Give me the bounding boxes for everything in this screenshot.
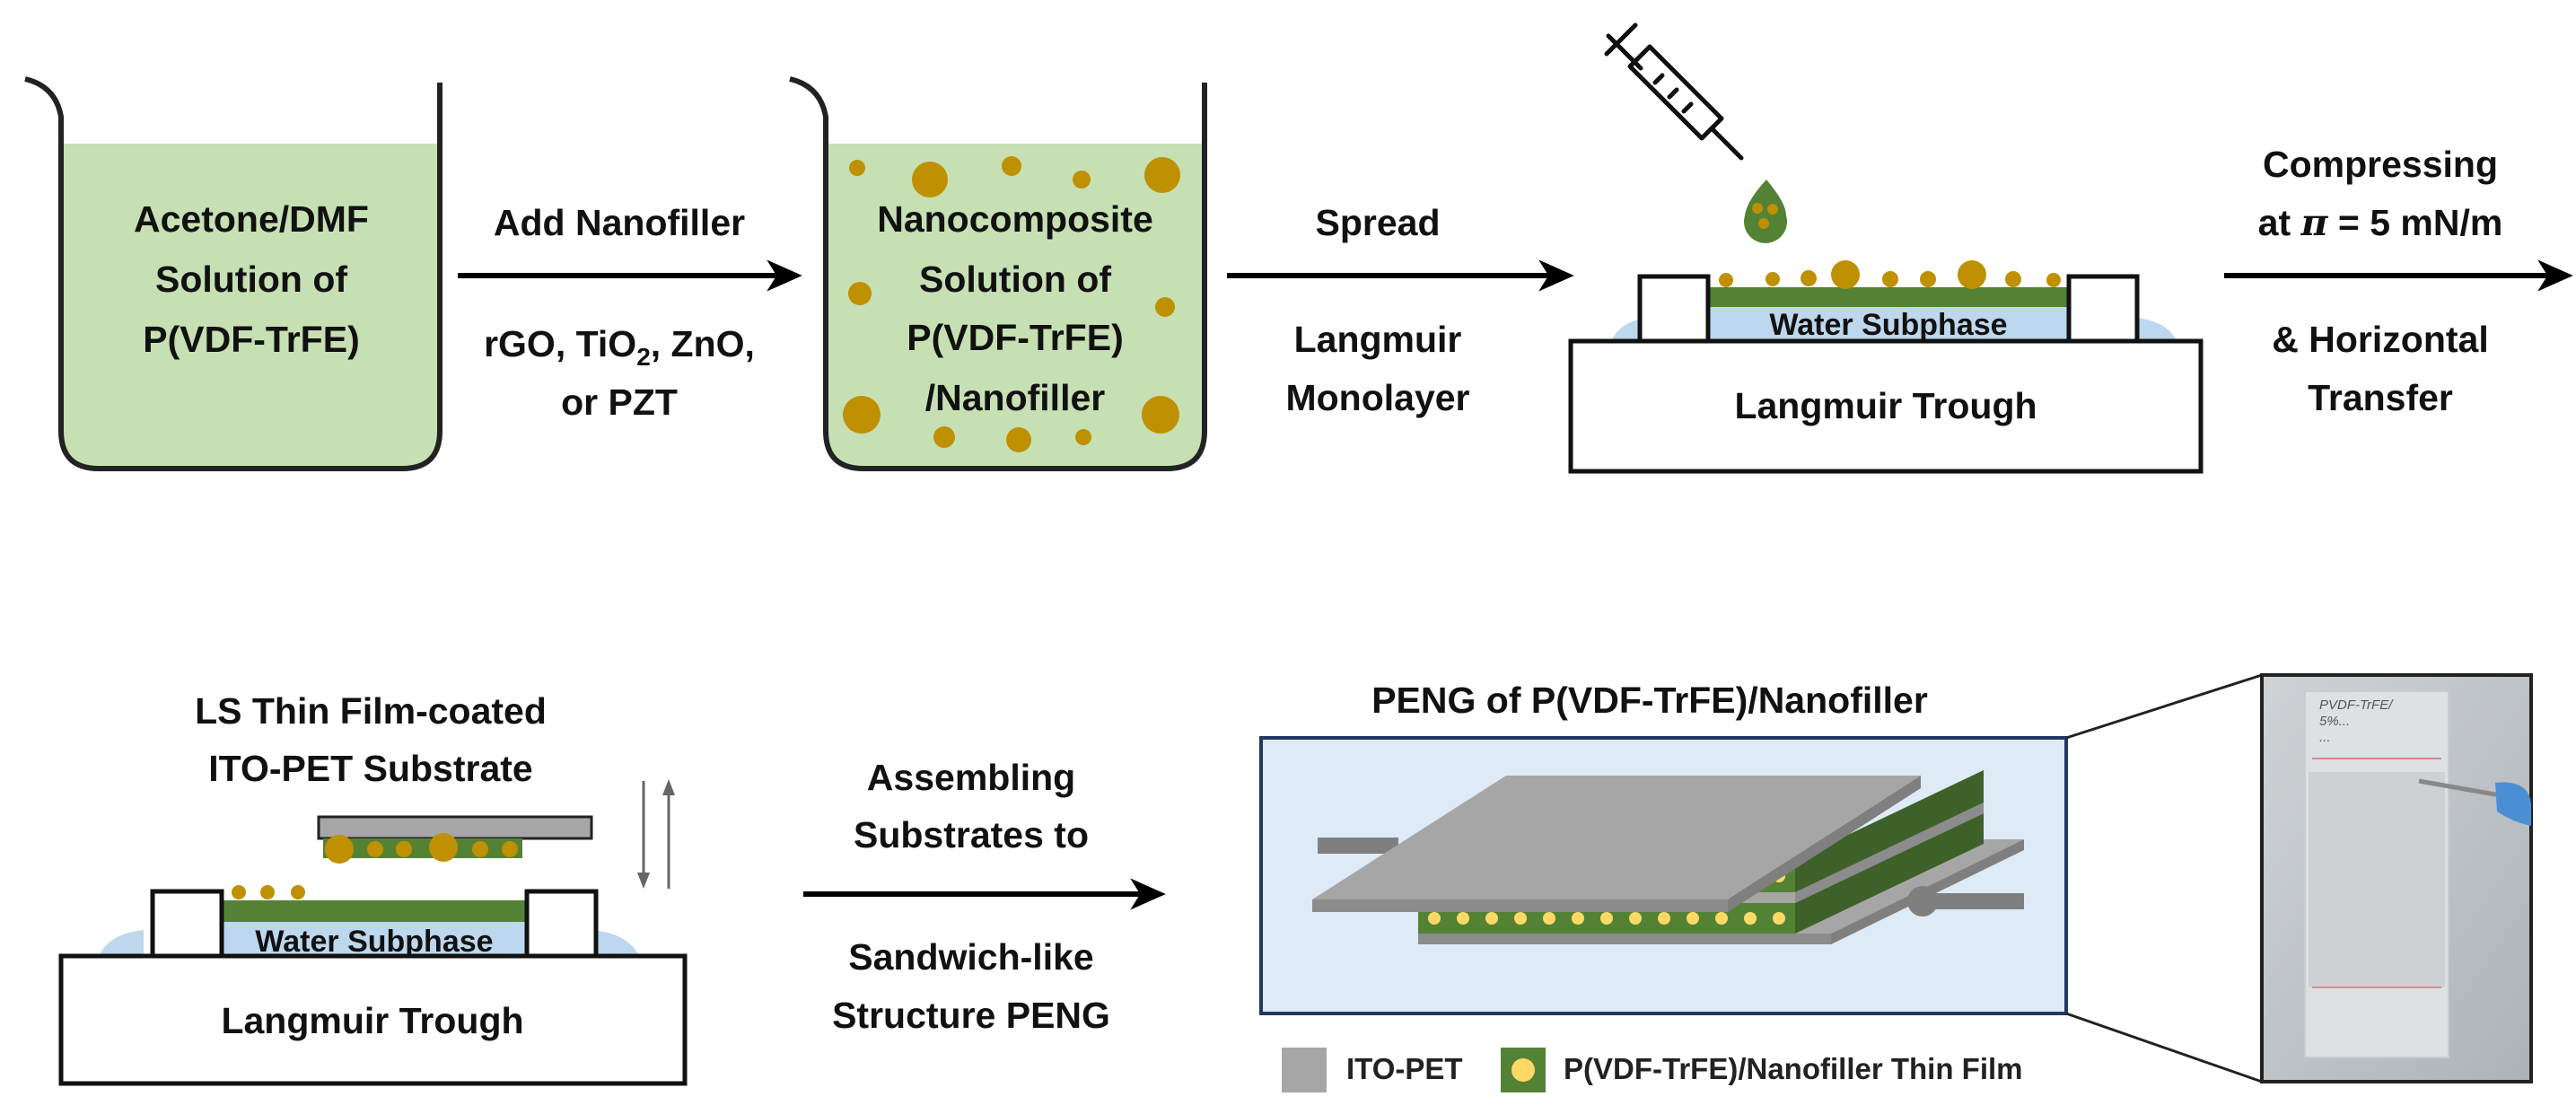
compressing-line2: at π = 5 mN/m <box>2258 201 2503 244</box>
middle-ito-pet-side <box>1795 803 1984 903</box>
trough-2-water-spill-right <box>592 930 639 956</box>
trough-1-monolayer-film <box>1708 287 2069 307</box>
device-photo-note-line2: 5%... <box>2319 714 2350 729</box>
trough-2-nanoparticles <box>232 885 305 899</box>
beaker-1-label-line1: Acetone/DMF <box>134 198 369 240</box>
trough-2-barrier-left <box>150 889 224 959</box>
beaker-nanocomposite-solution: Nanocomposite Solution of P(VDF-TrFE) /N… <box>789 76 1207 471</box>
step-add-nanofiller: Add Nanofiller rGO, TiO2, ZnO, or PZT <box>458 202 802 423</box>
coated-substrate-ito-pet <box>317 815 593 840</box>
langmuir-trough-2: Water Subphase Langmuir Trough <box>58 885 688 1086</box>
peng-panel <box>1259 736 2068 1015</box>
device-photo-film-center <box>2309 772 2445 987</box>
substrate-title-line2: ITO-PET Substrate <box>208 748 532 789</box>
trough-2-monolayer-film <box>222 900 527 922</box>
lower-film-side <box>1795 813 1984 934</box>
trough-2-subphase-label: Water Subphase <box>255 925 493 959</box>
legend-film-particle <box>1511 1058 1535 1082</box>
assembling-line1: Assembling <box>867 757 1075 798</box>
trough-1-nanoparticles <box>1719 260 2061 289</box>
nanofiller-options-line1: rGO, TiO2, ZnO, <box>484 323 755 371</box>
step-compressing: Compressing at π = 5 mN/m & Horizontal T… <box>2224 144 2573 418</box>
peng-title: PENG of P(VDF-TrFE)/Nanofiller <box>1371 680 1928 721</box>
device-photo: PVDF-TrFE/ 5%... ... <box>2260 673 2533 1083</box>
top-electrode-lead <box>1318 838 1398 854</box>
nanofiller-options-line2: or PZT <box>561 382 678 423</box>
beaker-2-outline <box>789 76 1207 471</box>
legend-ito-swatch <box>1282 1048 1327 1092</box>
beaker-2-nanoparticles <box>843 156 1180 452</box>
trough-2-base <box>58 953 688 1086</box>
device-photo-note-line3: ... <box>2319 730 2331 745</box>
trough-2-barrier-right <box>524 889 599 959</box>
trough-1-water-spill-right <box>2136 318 2177 341</box>
beaker-2-label-line4: /Nanofiller <box>925 377 1106 418</box>
trough-2-water-subphase <box>222 920 527 956</box>
beaker-2-label-line3: P(VDF-TrFE) <box>907 317 1123 358</box>
trough-1-barrier-right <box>2066 274 2140 344</box>
sandwich-line2: Structure PENG <box>832 995 1110 1036</box>
upper-film-side <box>1795 770 1984 892</box>
device-photo-note-line1: PVDF-TrFE/ <box>2319 697 2394 713</box>
langmuir-monolayer-line1: Langmuir <box>1294 319 1462 360</box>
trough-1-label: Langmuir Trough <box>1734 385 2037 426</box>
beaker-2-label-line1: Nanocomposite <box>877 198 1153 240</box>
coated-substrate <box>317 815 593 864</box>
legend: ITO-PET P(VDF-TrFE)/Nanofiller Thin Film <box>1282 1048 2023 1092</box>
droplet-icon <box>1744 180 1787 243</box>
trough-1-barrier-left <box>1637 274 1711 344</box>
beaker-1-label-line2: Solution of <box>155 259 347 300</box>
syringe-icon <box>1604 22 1744 161</box>
horizontal-transfer-line1: & Horizontal <box>2272 319 2488 360</box>
sandwich-line1: Sandwich-like <box>848 936 1093 978</box>
beaker-1-label-line3: P(VDF-TrFE) <box>143 319 359 360</box>
photo-connector-top <box>2065 673 2263 740</box>
coated-substrate-nanoparticles <box>325 833 518 864</box>
up-down-arrows-icon <box>637 779 675 889</box>
lower-film-nanoparticles <box>1428 912 1785 925</box>
photo-connector-bottom <box>2065 1012 2263 1083</box>
bottom-electrode-lead <box>1930 893 2024 909</box>
legend-film-label: P(VDF-TrFE)/Nanofiller Thin Film <box>1564 1052 2023 1085</box>
step-spread-label: Spread <box>1316 202 1441 243</box>
step-add-nanofiller-label: Add Nanofiller <box>494 202 745 243</box>
trough-1-subphase-label: Water Subphase <box>1769 308 2007 342</box>
step-spread: Spread Langmuir Monolayer <box>1227 202 1574 418</box>
legend-ito-label: ITO-PET <box>1346 1052 1463 1085</box>
langmuir-monolayer-line2: Monolayer <box>1285 377 1469 418</box>
trough-2-label: Langmuir Trough <box>221 1000 523 1041</box>
substrate-title: LS Thin Film-coated ITO-PET Substrate <box>195 690 547 789</box>
beaker-2-liquid <box>828 144 1203 467</box>
substrate-title-line1: LS Thin Film-coated <box>195 690 547 732</box>
beaker-1-liquid <box>63 144 438 467</box>
step-assembling: Assembling Substrates to Sandwich-like S… <box>803 757 1166 1036</box>
trough-2-water-spill-left <box>99 930 144 956</box>
bottom-ito-pet-front-face <box>1418 934 1831 944</box>
horizontal-transfer-line2: Transfer <box>2308 377 2453 418</box>
trough-1-water-subphase <box>1708 305 2069 341</box>
bottom-electrode-contact <box>1907 886 1938 917</box>
beaker-1-outline <box>24 76 442 471</box>
compressing-line1: Compressing <box>2263 144 2498 185</box>
top-ito-pet-side-face <box>1728 776 1921 912</box>
langmuir-trough-1: Water Subphase Langmuir Trough <box>1568 260 2204 474</box>
beaker-2-label-line2: Solution of <box>919 259 1111 300</box>
top-ito-pet-front-face <box>1312 899 1728 912</box>
trough-1-base <box>1568 338 2204 474</box>
top-ito-pet-top-face <box>1312 776 1921 899</box>
beaker-plain-solution: Acetone/DMF Solution of P(VDF-TrFE) <box>24 76 442 471</box>
device-photo-tweezers-icon <box>2418 778 2531 826</box>
assembling-line2: Substrates to <box>854 814 1089 855</box>
